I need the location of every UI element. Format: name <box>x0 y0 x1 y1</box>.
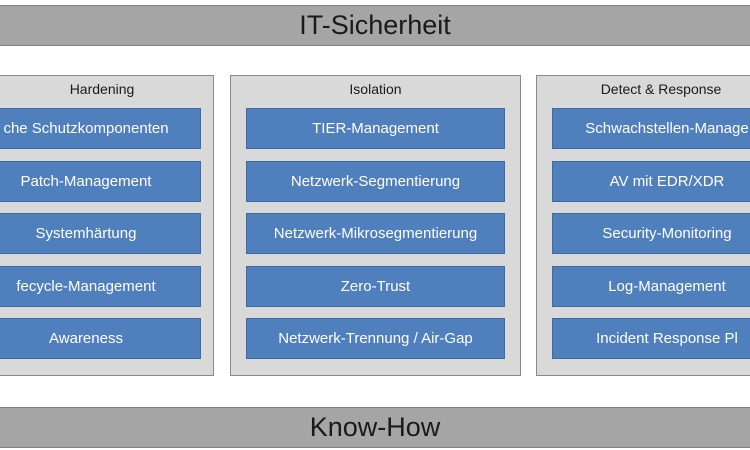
column-title-hardening: Hardening <box>69 81 135 97</box>
column-hardening: Hardening che Schutzkomponenten Patch-Ma… <box>0 75 214 376</box>
item-isolation-2: Netzwerk-Segmentierung <box>246 161 505 202</box>
item-hardening-4: fecycle-Management <box>0 266 201 307</box>
item-detect-3: Security-Monitoring <box>552 213 750 254</box>
item-hardening-3: Systemhärtung <box>0 213 201 254</box>
item-isolation-5: Netzwerk-Trennung / Air-Gap <box>246 318 505 359</box>
item-hardening-2: Patch-Management <box>0 161 201 202</box>
item-isolation-3: Netzwerk-Mikrosegmentierung <box>246 213 505 254</box>
bottom-banner: Know-How <box>0 407 750 448</box>
item-hardening-1: che Schutzkomponenten <box>0 108 201 149</box>
item-detect-2: AV mit EDR/XDR <box>552 161 750 202</box>
item-detect-4: Log-Management <box>552 266 750 307</box>
item-isolation-4: Zero-Trust <box>246 266 505 307</box>
item-isolation-1: TIER-Management <box>246 108 505 149</box>
item-hardening-5: Awareness <box>0 318 201 359</box>
column-title-isolation: Isolation <box>349 81 402 97</box>
column-isolation: Isolation TIER-Management Netzwerk-Segme… <box>230 75 521 376</box>
item-detect-5: Incident Response Pl <box>552 318 750 359</box>
column-detect-response: Detect & Response Schwachstellen-Manage … <box>536 75 750 376</box>
item-detect-1: Schwachstellen-Manage <box>552 108 750 149</box>
top-banner: IT-Sicherheit <box>0 5 750 46</box>
column-title-detect-response: Detect & Response <box>600 81 722 97</box>
